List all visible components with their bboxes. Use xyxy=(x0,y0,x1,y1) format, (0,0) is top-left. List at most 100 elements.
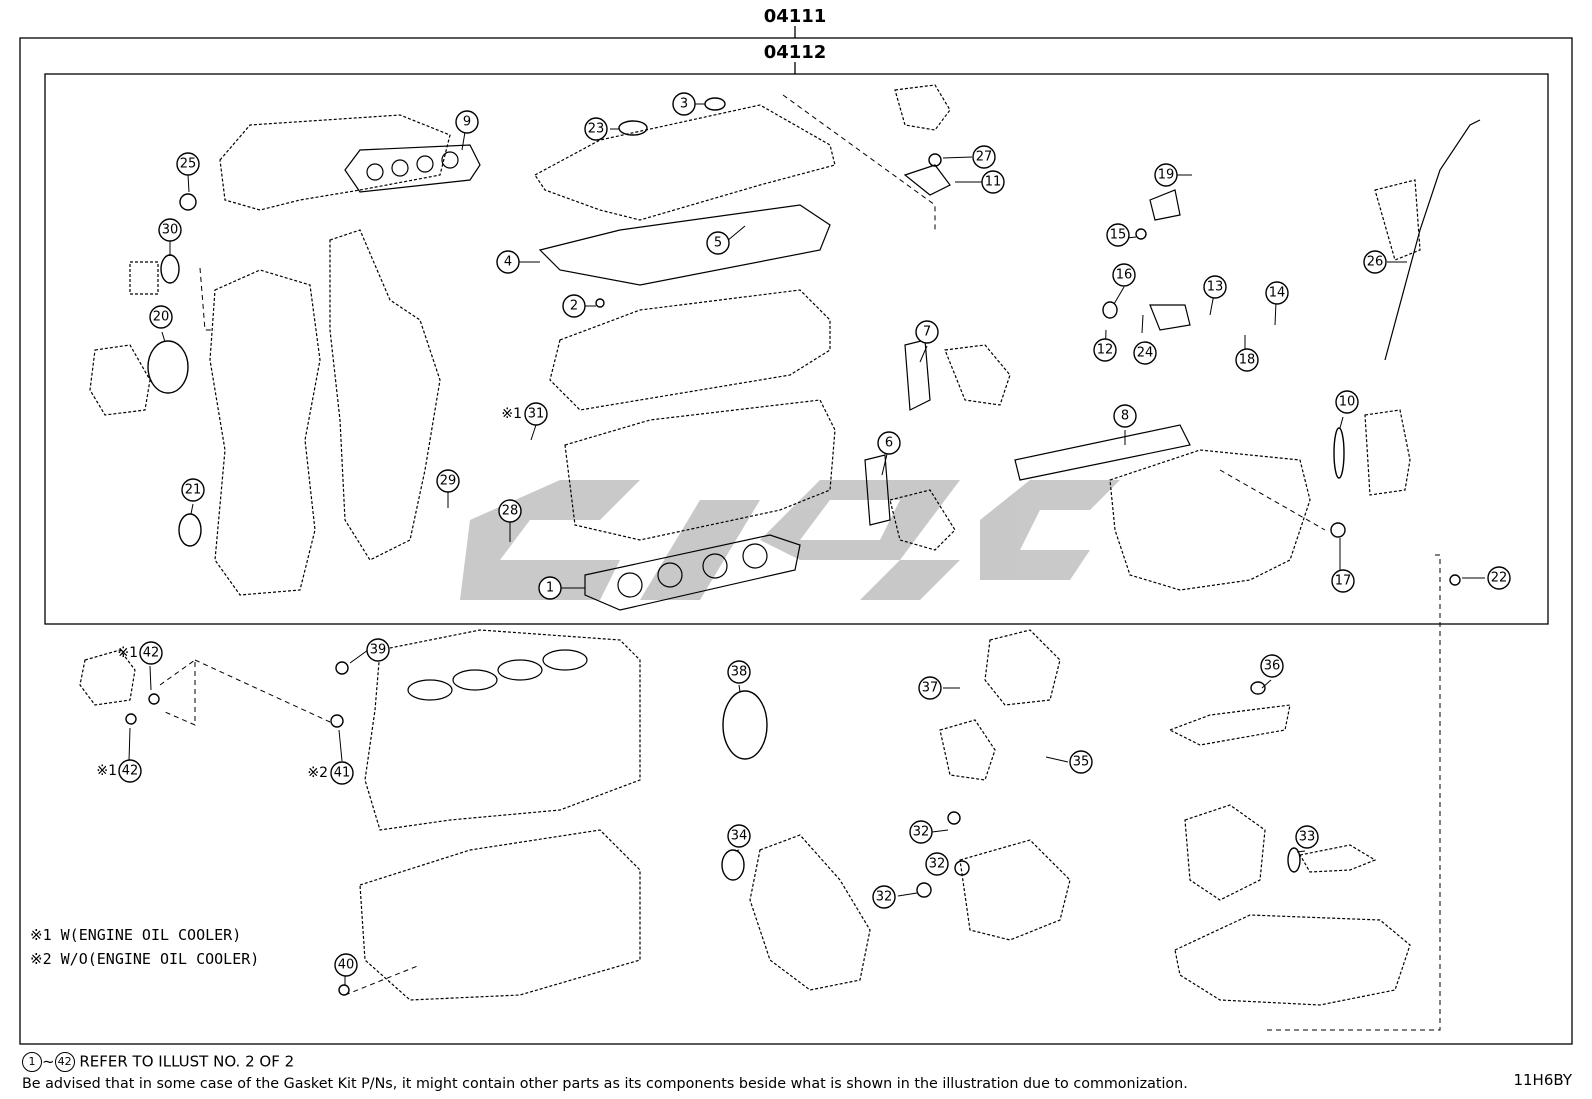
callout-32-c: 32 xyxy=(872,885,896,909)
svg-text:18: 18 xyxy=(1239,353,1256,368)
svg-text:12: 12 xyxy=(1097,343,1114,358)
svg-text:25: 25 xyxy=(180,157,197,172)
leader-lines xyxy=(128,103,1485,985)
callout-42-bottom: 42 xyxy=(118,759,142,783)
svg-text:16: 16 xyxy=(1116,268,1133,283)
seal-rings xyxy=(125,97,1461,996)
svg-text:5: 5 xyxy=(714,236,722,251)
svg-text:3: 3 xyxy=(680,97,688,112)
range-end-circle: 42 xyxy=(54,1052,75,1072)
callout-6: 6 xyxy=(877,431,901,455)
callout-10: 10 xyxy=(1335,390,1359,414)
callout-29: 29 xyxy=(436,469,460,493)
svg-text:39: 39 xyxy=(370,643,387,658)
callout-22: 22 xyxy=(1487,566,1511,590)
svg-text:37: 37 xyxy=(922,681,939,696)
watermark xyxy=(460,480,1120,600)
note-42-bottom: ※1 xyxy=(96,763,117,779)
svg-text:15: 15 xyxy=(1110,228,1127,243)
dashed-connections xyxy=(159,94,1441,1031)
callout-40: 40 xyxy=(334,953,358,977)
callout-5: 5 xyxy=(706,231,730,255)
callout-23: 23 xyxy=(584,117,608,141)
callout-4: 4 xyxy=(496,250,520,274)
callout-32-a: 32 xyxy=(909,820,933,844)
svg-text:35: 35 xyxy=(1073,755,1090,770)
kit-number-inner: 04112 xyxy=(764,42,827,63)
svg-text:19: 19 xyxy=(1158,168,1175,183)
inner-kit-frame xyxy=(44,73,1549,625)
callout-24: 24 xyxy=(1133,341,1157,365)
svg-text:28: 28 xyxy=(502,504,519,519)
svg-text:41: 41 xyxy=(334,766,351,781)
callout-31: 31 xyxy=(524,402,548,426)
callout-35: 35 xyxy=(1069,750,1093,774)
kit-number-outer: 04111 xyxy=(764,6,827,27)
svg-text:17: 17 xyxy=(1335,574,1352,589)
svg-text:32: 32 xyxy=(876,890,893,905)
callout-41: 41 xyxy=(330,761,354,785)
svg-text:27: 27 xyxy=(976,150,993,165)
legend-note-1: ※1 W(ENGINE OIL COOLER) xyxy=(30,926,242,944)
footer-refer-line: 1~42 REFER TO ILLUST NO. 2 OF 2 xyxy=(22,1052,294,1072)
svg-text:4: 4 xyxy=(504,255,512,270)
svg-text:26: 26 xyxy=(1367,255,1384,270)
callouts: 1 2 3 4 5 6 7 8 9 10 11 12 13 14 15 16 1… xyxy=(118,92,1511,977)
callout-33: 33 xyxy=(1295,825,1319,849)
callout-39: 39 xyxy=(366,638,390,662)
svg-text:21: 21 xyxy=(185,483,202,498)
refer-text: REFER TO ILLUST NO. 2 OF 2 xyxy=(79,1052,295,1071)
range-start-circle: 1 xyxy=(22,1052,42,1072)
callout-16: 16 xyxy=(1112,263,1136,287)
callout-17: 17 xyxy=(1331,569,1355,593)
note-41: ※2 xyxy=(307,765,328,781)
svg-text:14: 14 xyxy=(1269,286,1286,301)
callout-8: 8 xyxy=(1113,404,1137,428)
callout-12: 12 xyxy=(1093,338,1117,362)
callout-26: 26 xyxy=(1363,250,1387,274)
svg-text:9: 9 xyxy=(463,115,471,130)
callout-13: 13 xyxy=(1203,275,1227,299)
callout-1: 1 xyxy=(538,576,562,600)
callout-38: 38 xyxy=(727,660,751,684)
svg-text:36: 36 xyxy=(1264,659,1281,674)
svg-text:23: 23 xyxy=(588,122,605,137)
svg-text:10: 10 xyxy=(1339,395,1356,410)
range-separator: ~ xyxy=(42,1052,55,1071)
callout-7: 7 xyxy=(915,320,939,344)
frames xyxy=(19,26,1573,1045)
svg-text:38: 38 xyxy=(731,665,748,680)
svg-text:1: 1 xyxy=(546,581,554,596)
callout-3: 3 xyxy=(672,92,696,116)
callout-25: 25 xyxy=(176,152,200,176)
svg-text:42: 42 xyxy=(122,764,139,779)
svg-text:29: 29 xyxy=(440,474,457,489)
footer-advisory: Be advised that in some case of the Gask… xyxy=(22,1076,1188,1092)
condition-notes: ※1 ※1 ※1 ※2 xyxy=(96,406,522,781)
svg-text:8: 8 xyxy=(1121,409,1129,424)
callout-34: 34 xyxy=(727,824,751,848)
svg-text:34: 34 xyxy=(731,829,748,844)
svg-text:33: 33 xyxy=(1299,830,1316,845)
callout-27: 27 xyxy=(972,145,996,169)
note-31: ※1 xyxy=(501,406,522,422)
svg-text:22: 22 xyxy=(1491,571,1508,586)
svg-text:32: 32 xyxy=(929,857,946,872)
illustration-code: 11H6BY xyxy=(1513,1071,1572,1089)
callout-14: 14 xyxy=(1265,281,1289,305)
svg-text:6: 6 xyxy=(885,436,893,451)
svg-text:31: 31 xyxy=(528,407,545,422)
callout-15: 15 xyxy=(1106,223,1130,247)
callout-36: 36 xyxy=(1260,654,1284,678)
svg-text:11: 11 xyxy=(985,175,1002,190)
note-42-top: ※1 xyxy=(117,645,138,661)
outer-kit-frame xyxy=(19,37,1573,1045)
callout-42-top: 42 xyxy=(139,641,163,665)
callout-30: 30 xyxy=(158,218,182,242)
svg-text:7: 7 xyxy=(923,325,931,340)
callout-11: 11 xyxy=(981,170,1005,194)
svg-text:30: 30 xyxy=(162,223,179,238)
callout-9: 9 xyxy=(455,110,479,134)
callout-2: 2 xyxy=(562,294,586,318)
